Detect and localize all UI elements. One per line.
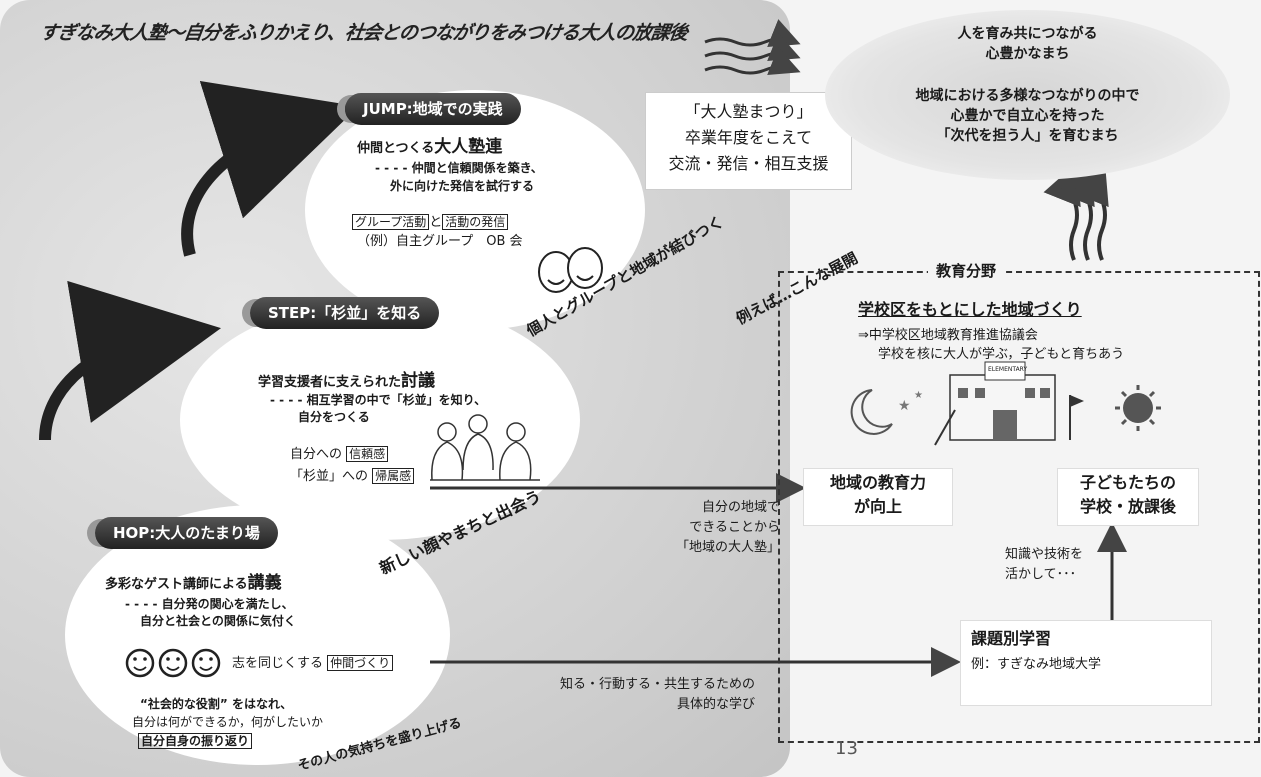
hop-line3: 自分と社会との関係に気付く <box>140 614 296 628</box>
discussion-people-icon <box>430 414 540 481</box>
vision-desc2: 心豊かで自立心を持った <box>950 108 1105 124</box>
jump-boxes: グループ活動と活動の発信 <box>352 212 509 233</box>
jump-line1: 仲間とつくる大人塾連 <box>357 137 502 159</box>
step-line1-b: 討議 <box>401 371 436 391</box>
hop-line1-b: 講義 <box>247 573 282 593</box>
step-line1-a: 学習支援者に支えられた <box>258 375 402 390</box>
jump-bubble <box>305 90 645 330</box>
hop-box-friends: 仲間づくり <box>327 655 394 671</box>
kid-faces-icon <box>538 247 603 293</box>
step-box-trust: 信頼感 <box>346 446 389 462</box>
wave-arrow-2 <box>704 33 801 62</box>
jump-line2: - - - - 仲間と信頼関係を築き、 <box>375 161 543 175</box>
step-bubble <box>180 300 580 540</box>
festival-line1: 「大人塾まつり」 <box>684 102 813 121</box>
step-box-belonging: 帰属感 <box>372 468 415 484</box>
step-line2: - - - - 相互学習の中で「杉並」を知り、 <box>270 393 487 407</box>
local-line1: 自分の地域で <box>701 500 780 515</box>
step-label: STEP:「杉並」を知る <box>250 297 440 329</box>
learn-line1: 知る・行動する・共生するための <box>559 677 755 692</box>
step-row1-prefix: 自分への <box>290 447 343 462</box>
education-sub1: ⇒中学校区地域教育推進協議会 <box>858 328 1038 343</box>
step-line3: 自分をつくる <box>298 410 370 424</box>
learn-line2: 具体的な学び <box>676 697 755 712</box>
vision-title: 人を育み共につながる 心豊かなまち <box>825 24 1230 64</box>
knowledge-line1: 知識や技術を <box>1005 547 1084 562</box>
page-number: 13 <box>835 738 858 759</box>
step-row2: 「杉並」への 帰属感 <box>290 466 415 487</box>
vision-desc1: 地域における多様なつながりの中で <box>915 88 1140 104</box>
up-arrow-2 <box>1057 162 1095 261</box>
step-row2-prefix: 「杉並」への <box>290 469 369 484</box>
vision-title1: 人を育み共につながる <box>957 26 1098 42</box>
local-line2: できることから <box>689 520 780 535</box>
star-icon: ★ <box>898 398 911 414</box>
hop-smile-row: 志を同じくする 仲間づくり <box>232 653 394 674</box>
hop-role2: 自分は何ができるか，何がしたいか <box>132 715 324 729</box>
jump-label: JUMP:地域での実践 <box>345 93 521 125</box>
curve-arrow-step-jump <box>181 80 359 257</box>
education-sub2: 学校を核に大人が学ぶ，子どもと育ちあう <box>878 347 1125 362</box>
education-label: 教育分野 <box>928 260 1005 281</box>
jump-box-group: グループ活動 <box>352 214 430 230</box>
hop-line1: 多彩なゲスト講師による講義 <box>105 573 282 595</box>
project-example: 例：すぎなみ地域大学 <box>971 657 1102 672</box>
jump-and: と <box>429 215 443 230</box>
knowledge-line2: 活かして･･･ <box>1005 567 1077 582</box>
wave-arrow-3 <box>704 47 801 76</box>
festival-line3: 交流・発信・相互支援 <box>668 154 829 173</box>
hop-line1-a: 多彩なゲスト講師による <box>105 577 248 592</box>
hop-smile-text: 志を同じくする <box>232 656 324 671</box>
card-education-power: 地域の教育力 が向上 <box>803 468 953 526</box>
vision-desc: 地域における多様なつながりの中で 心豊かで自立心を持った 「次代を担う人」を育む… <box>825 86 1230 146</box>
project-box: 課題別学習 例：すぎなみ地域大学 <box>960 620 1212 706</box>
arrow-label-local: 自分の地域で できることから 「地域の大人塾」 <box>650 498 780 558</box>
star-icon: ★ <box>914 390 923 401</box>
knowledge-text: 知識や技術を 活かして･･･ <box>1005 545 1083 585</box>
education-area <box>778 271 1260 743</box>
wave-arrow-1 <box>704 19 801 48</box>
jump-line3: 外に向けた発信を試行する <box>390 179 535 193</box>
sun-icon <box>1115 385 1161 431</box>
hop-label: HOP:大人のたまり場 <box>95 517 278 549</box>
arrow-label-learn: 知る・行動する・共生するための 具体的な学び <box>505 675 755 715</box>
step-line1: 学習支援者に支えられた討議 <box>258 371 435 393</box>
hop-box-reflection: 自分自身の振り返り <box>138 733 253 749</box>
festival-line2: 卒業年度をこえて <box>684 128 813 147</box>
school-sign: ELEMENTARY <box>988 366 1028 373</box>
jump-line1-a: 仲間とつくる <box>357 141 435 156</box>
festival-box: 「大人塾まつり」 卒業年度をこえて 交流・発信・相互支援 <box>645 92 852 190</box>
jump-line1-b: 大人塾連 <box>434 137 503 157</box>
moon-icon <box>850 389 893 435</box>
step-row1: 自分への 信頼感 <box>290 444 389 465</box>
education-heading: 学校区をもとにした地域づくり <box>858 300 1082 319</box>
card1-line1: 地域の教育力 <box>829 473 926 492</box>
jump-box-publish: 活動の発信 <box>442 214 509 230</box>
curve-arrow-hop-step <box>39 280 222 441</box>
project-title: 課題別学習 <box>971 629 1052 648</box>
hop-role1: “社会的な役割” をはなれ、 <box>140 697 293 711</box>
school-icon <box>934 361 1084 446</box>
hop-line2: - - - - 自分発の関心を満たし、 <box>125 597 294 611</box>
local-line3: 「地域の大人塾」 <box>675 540 780 555</box>
card1-line2: が向上 <box>853 497 902 516</box>
up-arrow-1 <box>1043 162 1081 261</box>
vision-cloud <box>825 10 1230 180</box>
card2-line2: 学校・放課後 <box>1079 497 1176 516</box>
smiley-faces-icon <box>125 648 221 678</box>
card2-line1: 子どもたちの <box>1079 473 1176 492</box>
vision-desc3: 「次代を担う人」を育むまち <box>936 128 1119 144</box>
hop-role-box-wrap: 自分自身の振り返り <box>138 731 253 752</box>
vision-title2: 心豊かなまち <box>985 46 1070 62</box>
up-arrow-3 <box>1071 162 1109 261</box>
jump-example: （例）自主グループ OB 会 <box>357 234 523 249</box>
card-children-school: 子どもたちの 学校・放課後 <box>1057 468 1199 526</box>
